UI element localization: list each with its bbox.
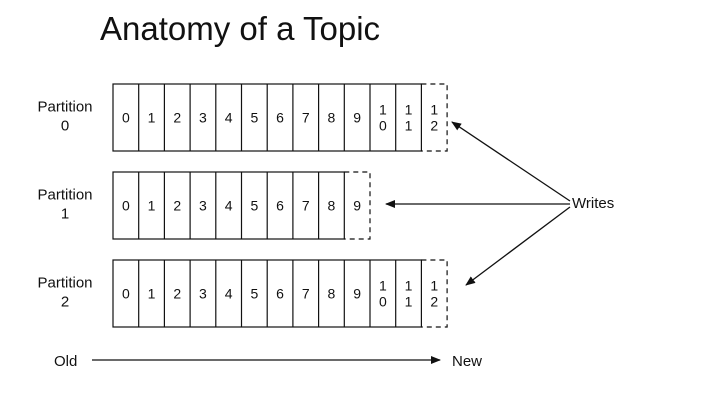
offset-cell: 7 xyxy=(302,110,310,126)
next-offset-slot xyxy=(421,83,448,152)
offset-cell: 7 xyxy=(302,198,310,214)
new-label: New xyxy=(452,353,482,370)
offset-cell: 2 xyxy=(173,198,181,214)
offset-cell: 2 xyxy=(173,110,181,126)
next-offset-cell: 9 xyxy=(353,198,361,214)
writes-arrow-partition-2 xyxy=(465,206,571,286)
offset-cell: 6 xyxy=(276,110,284,126)
offset-cell: 5 xyxy=(250,198,258,214)
offset-cell: 0 xyxy=(122,198,130,214)
next-offset-slot xyxy=(421,259,448,328)
next-offset-slot xyxy=(344,171,371,240)
writes-label: Writes xyxy=(572,195,614,212)
offset-cell: 1 xyxy=(148,198,156,214)
offset-cell: 0 xyxy=(122,286,130,302)
partition-log xyxy=(112,171,345,240)
offset-cell: 5 xyxy=(250,286,258,302)
offset-cell: 4 xyxy=(225,110,233,126)
offset-cell: 4 xyxy=(225,286,233,302)
offset-cell: 1 xyxy=(148,110,156,126)
offset-cell: 2 xyxy=(173,286,181,302)
old-label: Old xyxy=(54,353,77,370)
offset-cell: 7 xyxy=(302,286,310,302)
offset-cell: 4 xyxy=(225,198,233,214)
writes-arrow-partition-0 xyxy=(451,121,571,202)
offset-cell: 3 xyxy=(199,110,207,126)
offset-cell: 0 xyxy=(122,110,130,126)
offset-cell: 6 xyxy=(276,286,284,302)
offset-cell: 9 xyxy=(353,110,361,126)
offset-cell: 3 xyxy=(199,286,207,302)
offset-cell: 8 xyxy=(328,286,336,302)
offset-cell: 9 xyxy=(353,286,361,302)
offset-cell: 8 xyxy=(328,198,336,214)
offset-cell: 1 xyxy=(148,286,156,302)
offset-cell: 6 xyxy=(276,198,284,214)
offset-cell: 5 xyxy=(250,110,258,126)
offset-cell: 8 xyxy=(328,110,336,126)
offset-cell: 3 xyxy=(199,198,207,214)
diagram-title: Anatomy of a Topic xyxy=(100,10,381,47)
